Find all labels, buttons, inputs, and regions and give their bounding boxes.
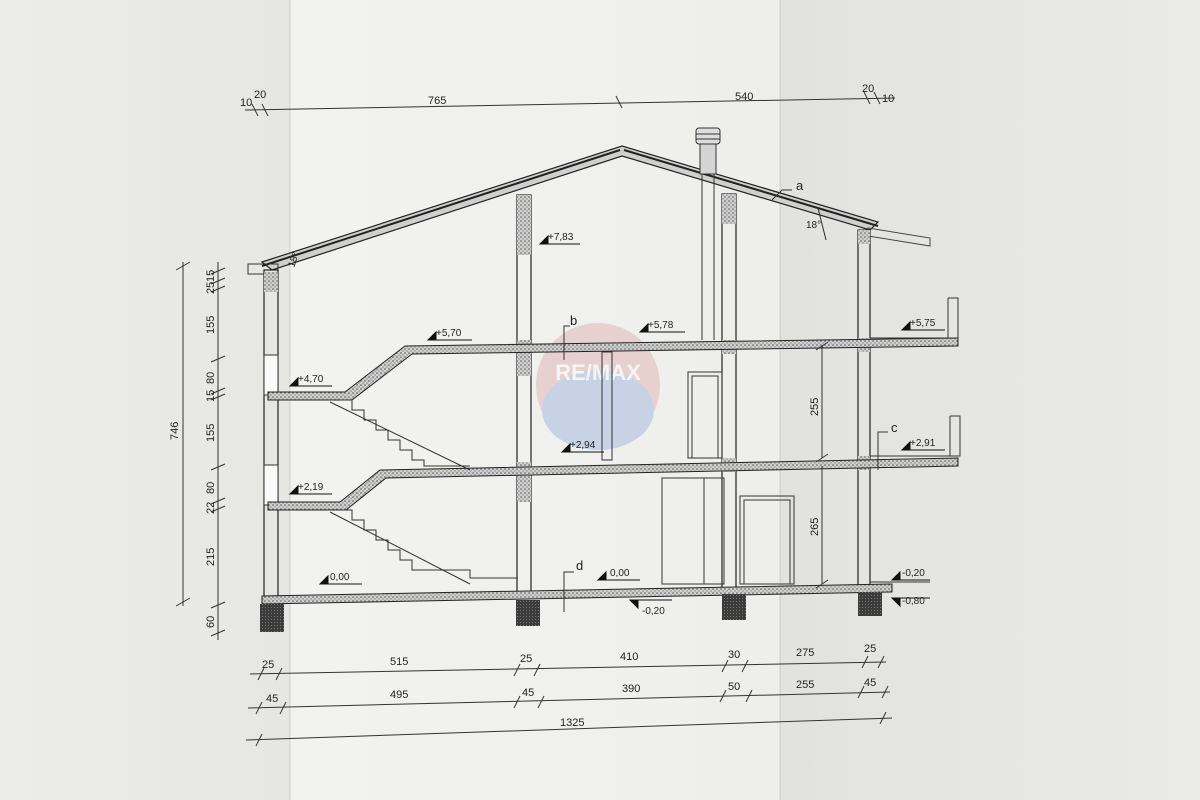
watermark-logo: RE/MAX <box>536 323 660 450</box>
top-dimension-line <box>244 91 896 117</box>
paper-panel-left <box>0 0 290 800</box>
door-upper-partition <box>601 351 613 461</box>
level-ground-right: -0,20 <box>902 568 925 579</box>
left-dim-1: 15 <box>205 270 217 282</box>
level-roof-peak: +7,83 <box>548 232 574 243</box>
door-ground-left <box>661 477 725 585</box>
bottom-row1-dim-1: 25 <box>262 659 274 671</box>
level-markers <box>288 234 945 610</box>
callout-a: a <box>796 178 804 193</box>
level-first-mid: +2,94 <box>570 440 596 451</box>
top-dim-3: 765 <box>428 95 446 107</box>
interior-height-lines <box>815 341 829 589</box>
left-total-dim: 746 <box>169 422 181 440</box>
bottom-row2-dim-3: 45 <box>522 687 534 699</box>
left-dim-6: 155 <box>205 424 217 442</box>
interior-height-lower: 265 <box>809 518 821 536</box>
top-dim-6: 10 <box>882 93 894 105</box>
upper-slab <box>267 297 959 401</box>
bottom-row1-dim-7: 25 <box>864 643 876 655</box>
right-exterior-wall <box>857 229 871 591</box>
left-dim-3: 155 <box>205 316 217 334</box>
interior-wall-left <box>516 194 532 596</box>
left-dim-2: 25 <box>205 282 217 294</box>
roof-angle-left: 18° <box>286 251 302 269</box>
interior-height-upper: 255 <box>809 398 821 416</box>
watermark-text: RE/MAX <box>555 360 641 385</box>
bottom-row2-dim-7: 45 <box>864 677 876 689</box>
left-dim-10: 60 <box>205 616 217 628</box>
paper-panel-right <box>780 0 1200 800</box>
bottom-row2-dim-1: 45 <box>266 693 278 705</box>
top-dim-5: 20 <box>862 83 874 95</box>
left-dim-8: 22 <box>205 502 217 514</box>
level-upper-left: +5,70 <box>436 328 462 339</box>
level-ground-mid: 0,00 <box>610 568 630 579</box>
chimney <box>695 127 721 340</box>
roof <box>247 145 931 275</box>
level-upper-balcony: +5,75 <box>910 318 936 329</box>
top-dim-2: 20 <box>254 89 266 101</box>
bottom-row1-dim-5: 30 <box>728 649 740 661</box>
door-ground-right <box>739 495 795 585</box>
top-dim-4: 540 <box>735 91 753 103</box>
left-dim-5: 15 <box>205 390 217 402</box>
bottom-total-dim: 1325 <box>560 717 584 729</box>
left-dim-7: 80 <box>205 482 217 494</box>
level-foundation-mid: -0,20 <box>642 606 665 617</box>
foundations <box>260 592 882 632</box>
bottom-row1-dim-2: 515 <box>390 656 408 668</box>
callout-leaders <box>563 189 888 612</box>
left-dimension-lines <box>175 261 226 640</box>
bottom-row2-dim-6: 255 <box>796 679 814 691</box>
level-ground-left: 0,00 <box>330 572 350 583</box>
level-upper-mid: +5,78 <box>648 320 674 331</box>
callout-b: b <box>570 313 577 328</box>
paper-fold-right <box>779 0 781 800</box>
left-dim-9: 215 <box>205 548 217 566</box>
door-upper-right <box>687 371 723 459</box>
stair-lower <box>329 509 518 585</box>
ground-slab <box>261 581 930 605</box>
left-exterior-wall <box>263 269 279 601</box>
bottom-row1-dim-6: 275 <box>796 647 814 659</box>
callout-c: c <box>891 420 898 435</box>
bottom-row2-dim-5: 50 <box>728 681 740 693</box>
level-first-balcony: +2,91 <box>910 438 936 449</box>
level-foundation-right: -0,80 <box>902 596 925 607</box>
left-dim-4: 80 <box>205 372 217 384</box>
bottom-row2-dim-4: 390 <box>622 683 640 695</box>
callout-d: d <box>576 558 583 573</box>
roof-angle-right: 18° <box>806 220 821 231</box>
bottom-row2-dim-2: 495 <box>390 689 408 701</box>
level-landing-upper: +4,70 <box>298 374 324 385</box>
first-slab <box>267 415 961 511</box>
bottom-row1-dim-4: 410 <box>620 651 638 663</box>
stair-upper <box>329 399 471 471</box>
bottom-dimension-lines <box>245 655 893 747</box>
level-landing-lower: +2,19 <box>298 482 324 493</box>
bottom-row1-dim-3: 25 <box>520 653 532 665</box>
top-dim-1: 10 <box>240 97 252 109</box>
